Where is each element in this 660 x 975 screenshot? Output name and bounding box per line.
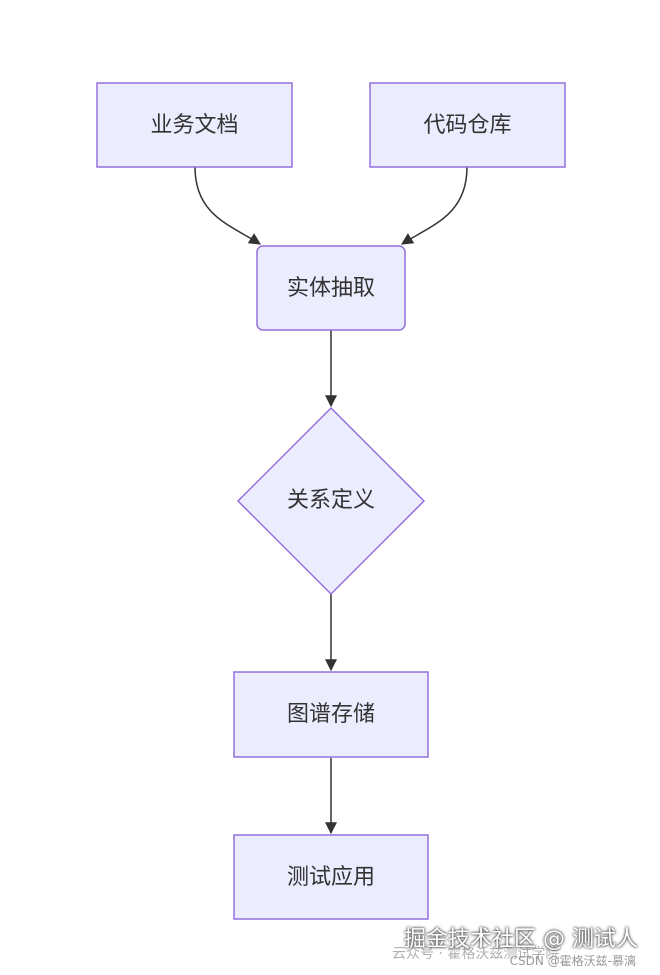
node-relation-definition: 关系定义 [236, 406, 426, 596]
edge-code-repo-to-entity-extraction [400, 166, 468, 245]
node-business-docs: 业务文档 [96, 82, 293, 168]
edges [194, 166, 468, 835]
edge-business-docs-to-entity-extraction [194, 166, 262, 245]
watermark-secondary: 云众号 · 霍格沃兹测试学院 [392, 946, 560, 962]
watermark: 掘金技术社区 @ 测试人 [404, 927, 638, 952]
watermark-csdn: CSDN @霍格沃兹-慕漓 [509, 954, 636, 968]
node-test-application: 测试应用 [233, 834, 429, 920]
node-relation-definition-label: 关系定义 [287, 488, 375, 513]
node-entity-extraction: 实体抽取 [256, 245, 406, 331]
node-business-docs-label: 业务文档 [150, 113, 238, 138]
node-code-repo-label: 代码仓库 [423, 113, 511, 138]
node-entity-extraction-label: 实体抽取 [287, 276, 375, 301]
node-test-application-label: 测试应用 [287, 865, 375, 890]
node-code-repo: 代码仓库 [369, 82, 566, 168]
node-graph-storage: 图谱存储 [233, 671, 429, 758]
node-graph-storage-label: 图谱存储 [287, 702, 375, 727]
